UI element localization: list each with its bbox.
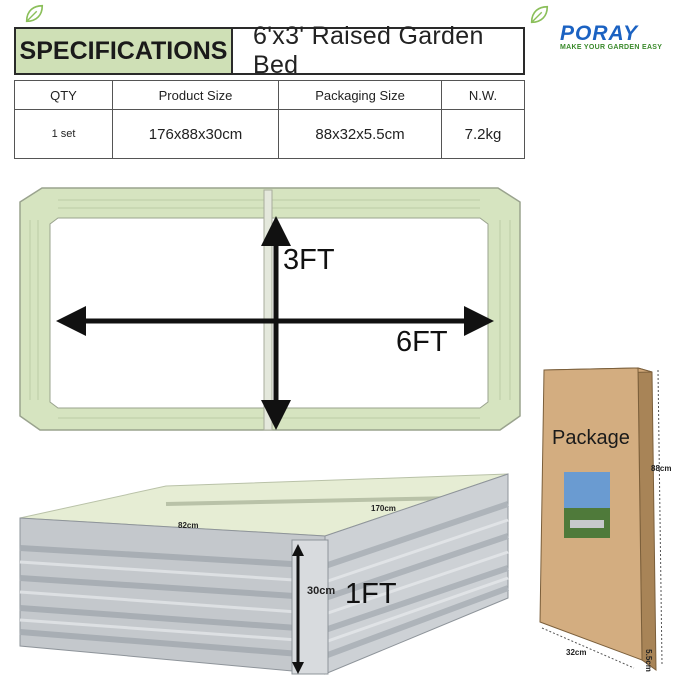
bed-3d-view: [19, 473, 510, 675]
specifications-bar: SPECIFICATIONS 6'x3' Raised Garden Bed: [14, 22, 525, 79]
brand-logo: PORAY MAKE YOUR GARDEN EASY: [560, 22, 670, 64]
package-height-cm: 88cm: [651, 464, 672, 473]
length-label: 6FT: [396, 326, 448, 358]
table-cell: 176x88x30cm: [112, 109, 279, 159]
column-header: Product Size: [112, 80, 279, 110]
column-header: QTY: [14, 80, 113, 110]
bed-width-cm: 82cm: [178, 521, 199, 530]
logo-text: PORAY: [560, 22, 639, 45]
table-row: 1 set 176x88x30cm 88x32x5.5cm 7.2kg: [14, 109, 525, 159]
frame-top-view: [19, 187, 521, 431]
package-depth-cm: 5.5cm: [643, 649, 653, 672]
table-header-row: QTY Product Size Packaging Size N.W.: [14, 80, 525, 110]
package-width-cm: 32cm: [566, 648, 587, 657]
bed-length-cm: 170cm: [371, 504, 396, 513]
table-cell: 1 set: [14, 109, 113, 159]
package-label: Package: [552, 427, 630, 449]
package-box: [539, 367, 663, 671]
table-cell: 7.2kg: [441, 109, 525, 159]
column-header: Packaging Size: [278, 80, 442, 110]
column-header: N.W.: [441, 80, 525, 110]
bed-height-label: 1FT: [345, 578, 397, 610]
product-name: 6'x3' Raised Garden Bed: [253, 22, 484, 79]
table-cell: 88x32x5.5cm: [278, 109, 442, 159]
bed-height-cm: 30cm: [307, 585, 336, 597]
specs-table: QTY Product Size Packaging Size N.W. 1 s…: [14, 80, 525, 159]
logo-tagline: MAKE YOUR GARDEN EASY: [560, 44, 663, 51]
width-label: 3FT: [283, 244, 335, 276]
leaf-icon: [530, 5, 549, 24]
leaf-icon: [25, 4, 44, 23]
spec-title: SPECIFICATIONS: [16, 29, 233, 73]
